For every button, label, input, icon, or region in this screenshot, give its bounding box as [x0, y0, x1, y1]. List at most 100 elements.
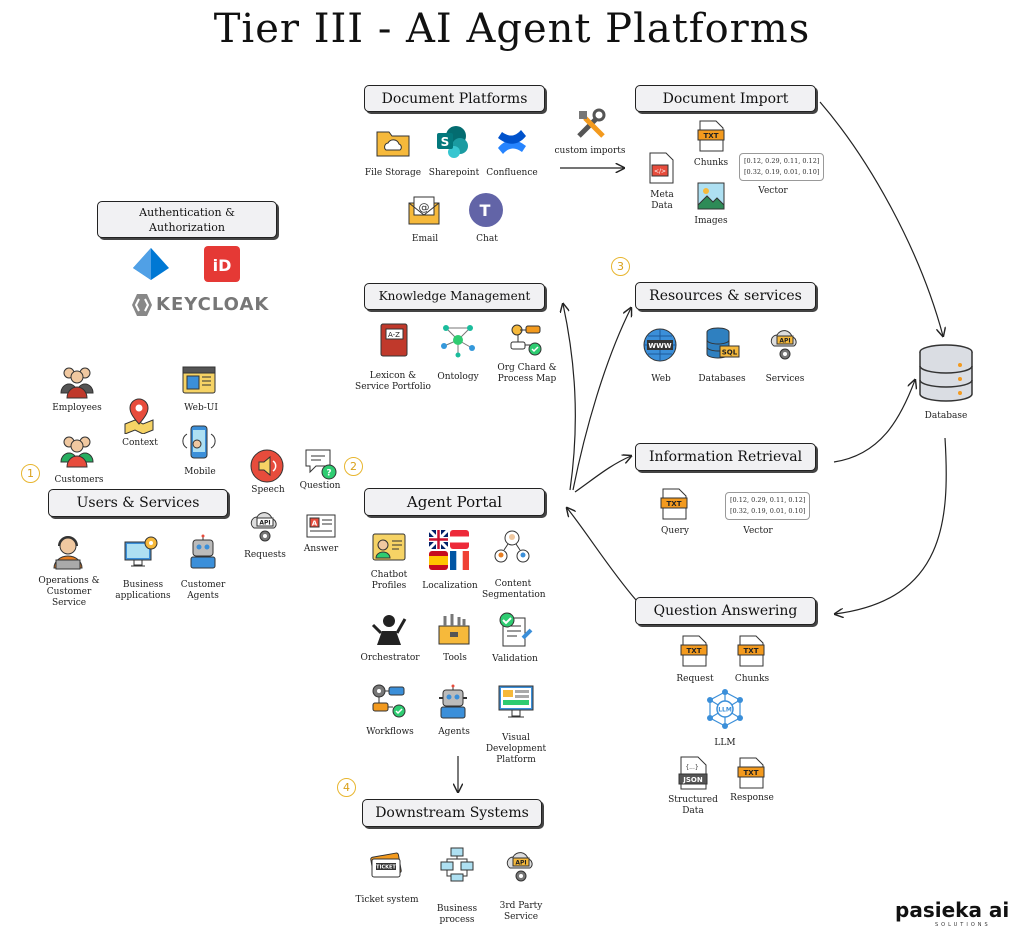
- localization-label: Localization: [422, 581, 478, 591]
- lexicon-book-icon: A-Z: [380, 323, 408, 357]
- llm-label: LLM: [714, 738, 736, 748]
- operations-agent-icon: [53, 536, 83, 570]
- sharepoint-label: Sharepoint: [428, 168, 480, 178]
- visual-dev-label: Visual Development Platform: [474, 733, 558, 766]
- confluence-label: Confluence: [486, 168, 538, 178]
- document-platforms-box: Document Platforms: [364, 85, 545, 112]
- knowledge-management-box: Knowledge Management: [364, 283, 545, 310]
- question-label: Question: [299, 481, 341, 491]
- tools-label: Tools: [443, 653, 467, 663]
- org-chart-icon: [510, 324, 542, 356]
- tools-box-icon: [438, 614, 470, 645]
- third-party-text: 3rd Party Service: [499, 901, 543, 922]
- chatbot-profiles-label: Chatbot Profiles: [367, 570, 411, 592]
- svg-text:{...}: {...}: [685, 764, 699, 771]
- svg-text:S: S: [441, 135, 450, 149]
- operations-text: Operations & Customer Service: [38, 576, 100, 608]
- qa-chunks-label: Chunks: [734, 674, 770, 684]
- structured-data-label: Structured Data: [667, 795, 719, 817]
- chat-label: Chat: [476, 234, 498, 244]
- business-applications-label: Business applications: [115, 580, 171, 602]
- auth-box: Authentication & Authorization: [97, 201, 277, 238]
- resources-services-box: Resources & services: [635, 282, 816, 310]
- arrow-portal-to-resources: [572, 308, 631, 491]
- qa-chunks-txt-icon: TXT: [737, 635, 765, 667]
- svg-text:TXT: TXT: [704, 132, 719, 140]
- email-icon: @: [408, 196, 440, 225]
- vector-box: [0.12, 0.29, 0.11, 0.12] [0.32, 0.19, 0.…: [739, 153, 825, 181]
- query-txt-icon: TXT: [660, 488, 688, 520]
- services-label: Services: [765, 374, 805, 384]
- vector-line-2: [0.32, 0.19, 0.01, 0.10]: [744, 168, 820, 176]
- arrow-portal-to-ir: [574, 456, 631, 493]
- lexicon-label: Lexicon & Service Portfolio: [353, 371, 433, 393]
- ticket-system-label: Ticket system: [355, 895, 419, 905]
- file-storage-label: File Storage: [364, 168, 422, 178]
- sharepoint-icon: S: [437, 126, 468, 158]
- query-label: Query: [661, 526, 689, 536]
- teams-chat-icon: T: [469, 193, 503, 227]
- svg-text:?: ?: [326, 469, 331, 479]
- business-applications-icon: [124, 536, 158, 567]
- document-import-box: Document Import: [635, 85, 816, 112]
- images-icon: [697, 182, 725, 210]
- answer-label: Answer: [303, 544, 339, 554]
- databases-label: Databases: [698, 374, 746, 384]
- customer-agents-label: Customer Agents: [180, 580, 226, 602]
- web-ui-label: Web-UI: [184, 403, 218, 413]
- meta-data-label: Meta Data: [650, 190, 674, 211]
- request-label: Request: [676, 674, 714, 684]
- downstream-systems-box: Downstream Systems: [362, 799, 542, 827]
- mobile-icon: [182, 425, 216, 459]
- svg-text:@: @: [419, 201, 430, 214]
- request-txt-icon: TXT: [680, 635, 708, 667]
- json-file-icon: {...} JSON: [678, 756, 708, 790]
- response-label: Response: [730, 793, 774, 803]
- mobile-label: Mobile: [184, 467, 216, 477]
- metadata-file-icon: </>: [649, 152, 674, 184]
- id-austria-icon: iD: [204, 246, 240, 282]
- vector-label: Vector: [758, 186, 788, 196]
- svg-text:API: API: [779, 338, 790, 345]
- workflows-label: Workflows: [366, 727, 414, 737]
- org-chart-text: Org Chard & Process Map: [497, 363, 557, 384]
- customer-agent-robot-icon: [190, 534, 216, 569]
- validation-icon: [499, 612, 533, 647]
- org-chart-label: Org Chard & Process Map: [496, 363, 558, 385]
- sql-database-icon: SQL: [706, 327, 740, 359]
- employees-label: Employees: [52, 403, 102, 413]
- customers-icon: [60, 436, 94, 468]
- web-ui-icon: [182, 366, 216, 394]
- confluence-icon: [498, 130, 526, 154]
- azure-ad-icon: [133, 248, 169, 280]
- ir-vector-line-1: [0.12, 0.29, 0.11, 0.12]: [730, 496, 806, 504]
- svg-text:iD: iD: [213, 256, 232, 275]
- step-number-4: 4: [337, 778, 356, 797]
- database-icon: [919, 344, 973, 402]
- step-number-3: 3: [611, 257, 630, 276]
- svg-text:WWW: WWW: [648, 342, 671, 350]
- content-segmentation-icon: [494, 530, 530, 563]
- localization-flags-icon: [428, 529, 469, 570]
- speech-icon: [250, 449, 284, 483]
- visual-dev-platform-icon: [498, 685, 534, 718]
- vector-line-1: [0.12, 0.29, 0.11, 0.12]: [744, 157, 820, 165]
- txt-file-icon: TXT: [697, 120, 725, 152]
- step-number-2: 2: [344, 457, 363, 476]
- arrow-portal-to-km: [563, 304, 576, 491]
- folder-cloud-icon: [376, 131, 410, 157]
- api-service-icon: API: [770, 330, 797, 360]
- arrow-ir-to-database: [833, 380, 915, 463]
- agent-portal-box: Agent Portal: [364, 488, 545, 516]
- visual-dev-text: Visual Development Platform: [485, 733, 547, 765]
- ticket-icon: TICKET: [370, 852, 402, 878]
- information-retrieval-box: Information Retrieval: [635, 443, 816, 471]
- svg-text:API: API: [515, 860, 526, 867]
- step-number-1: 1: [21, 464, 40, 483]
- arrow-qa-to-portal: [567, 508, 637, 601]
- svg-text:TXT: TXT: [744, 769, 759, 777]
- speech-label: Speech: [251, 485, 285, 495]
- business-process-label: Business process: [434, 904, 480, 926]
- structured-data-text: Structured Data: [668, 795, 718, 816]
